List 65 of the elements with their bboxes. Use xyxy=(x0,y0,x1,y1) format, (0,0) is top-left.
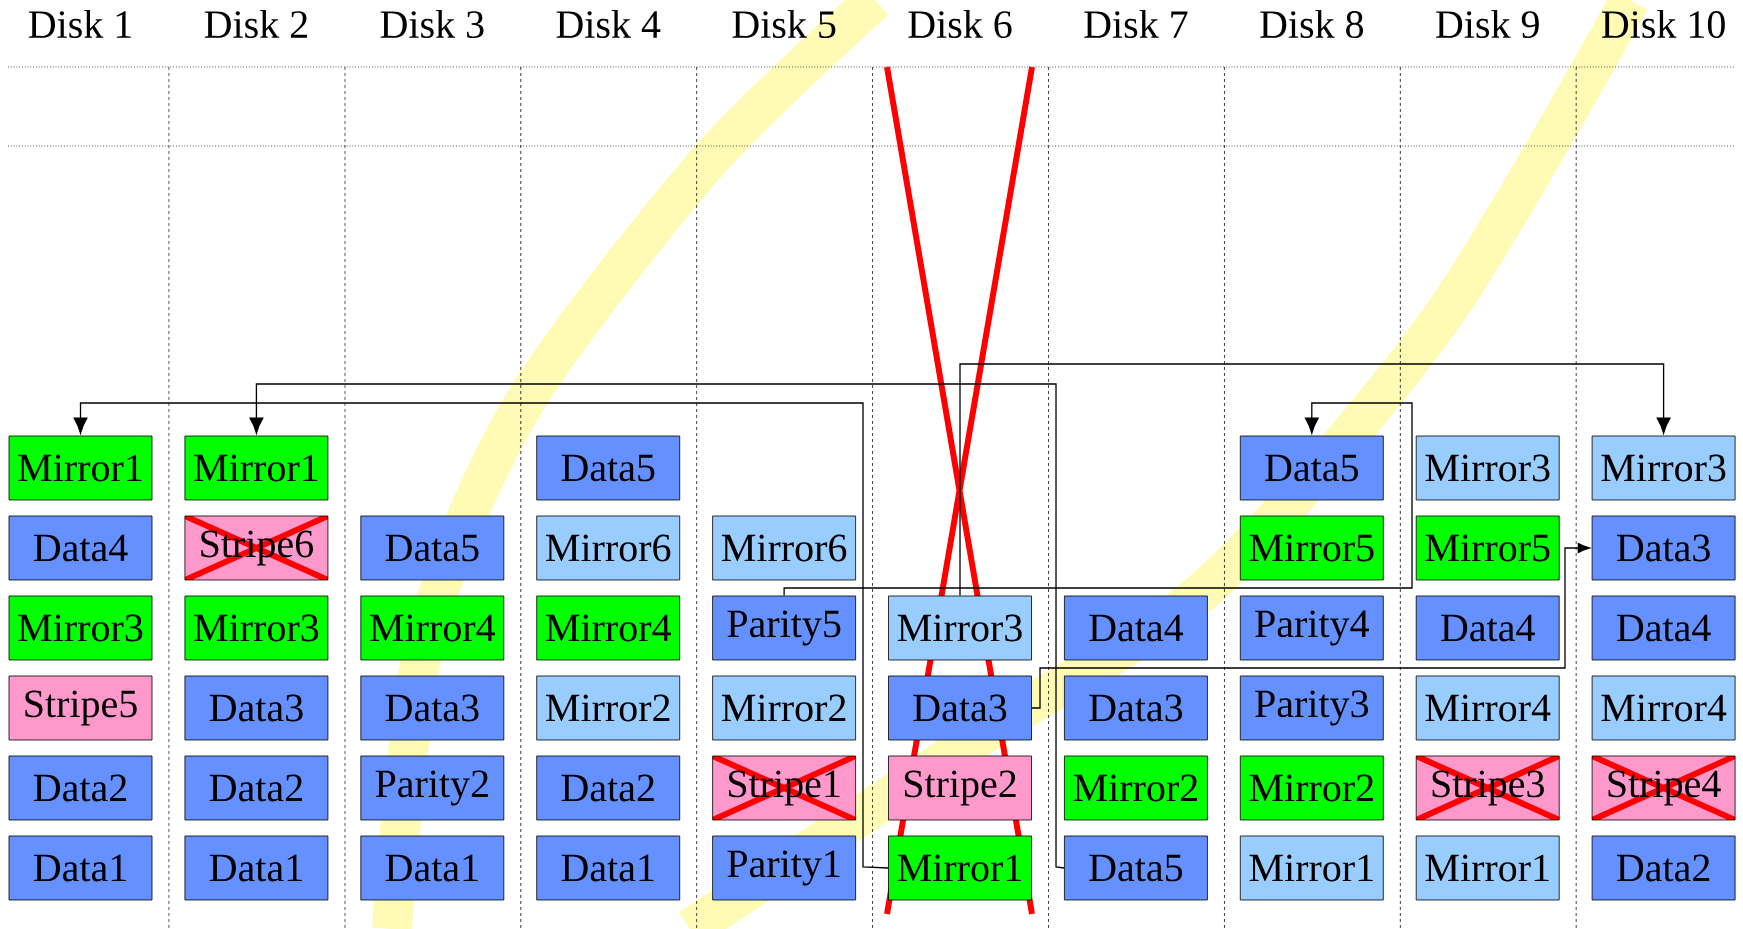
block: Data2 xyxy=(184,755,329,821)
block: Mirror2 xyxy=(1239,755,1384,821)
block: Mirror4 xyxy=(360,595,505,661)
block: Mirror4 xyxy=(1591,675,1736,741)
column-header: Disk 8 xyxy=(1260,9,1364,39)
arrow xyxy=(73,402,889,869)
block: Mirror5 xyxy=(1239,515,1384,581)
block: Data3 xyxy=(888,675,1032,741)
block: Data5 xyxy=(536,435,681,501)
block: Data3 xyxy=(360,675,505,741)
arrow xyxy=(1031,543,1590,709)
block: Data3 xyxy=(1064,675,1208,741)
block: Data3 xyxy=(1591,515,1736,581)
block: Data3 xyxy=(184,675,329,741)
block: Data5 xyxy=(1064,835,1208,901)
column-header: Disk 1 xyxy=(28,9,131,39)
block: Parity4 xyxy=(1239,595,1384,661)
block: Mirror6 xyxy=(536,515,681,581)
column-header: Disk 3 xyxy=(380,9,484,39)
block: Mirror3 xyxy=(8,595,153,661)
block: Mirror1 xyxy=(8,435,153,501)
block: Parity1 xyxy=(712,835,856,901)
arrow xyxy=(249,383,1065,869)
block: Data1 xyxy=(184,835,329,901)
block: Mirror5 xyxy=(1415,515,1560,581)
block: Data1 xyxy=(8,835,153,901)
column-header: Disk 5 xyxy=(732,9,836,39)
block: Mirror4 xyxy=(1415,675,1560,741)
block: Mirror1 xyxy=(1415,835,1560,901)
block: Mirror2 xyxy=(712,675,856,741)
block: Mirror1 xyxy=(184,435,329,501)
block: Mirror2 xyxy=(1064,755,1208,821)
block: Parity3 xyxy=(1239,675,1384,741)
block: Data5 xyxy=(1239,435,1384,501)
block: Data4 xyxy=(8,515,153,581)
block: Stripe5 xyxy=(8,675,153,741)
block: Data2 xyxy=(8,755,153,821)
block: Parity2 xyxy=(360,755,505,821)
block: Mirror1 xyxy=(888,835,1032,901)
block: Data1 xyxy=(360,835,505,901)
block: Stripe2 xyxy=(888,755,1032,821)
block: Data2 xyxy=(1591,835,1736,901)
column-header: Disk 10 xyxy=(1601,9,1725,39)
column-header: Disk 2 xyxy=(204,9,307,39)
column-header: Disk 6 xyxy=(908,9,1012,39)
block: Mirror3 xyxy=(184,595,329,661)
column-header: Disk 4 xyxy=(556,9,661,39)
column-header: Disk 9 xyxy=(1436,9,1539,39)
block: Data4 xyxy=(1591,595,1736,661)
block: Data1 xyxy=(536,835,681,901)
block: Mirror4 xyxy=(536,595,681,661)
block: Mirror3 xyxy=(888,595,1032,661)
arrow xyxy=(959,363,1671,597)
block: Data2 xyxy=(536,755,681,821)
block: Mirror1 xyxy=(1239,835,1384,901)
block: Mirror3 xyxy=(1415,435,1560,501)
block: Data5 xyxy=(360,515,505,581)
block: Parity5 xyxy=(712,595,856,661)
arrow xyxy=(783,402,1413,597)
block: Mirror6 xyxy=(712,515,856,581)
block: Mirror2 xyxy=(536,675,681,741)
column-header: Disk 7 xyxy=(1084,9,1188,39)
block: Mirror3 xyxy=(1591,435,1736,501)
block: Data4 xyxy=(1415,595,1560,661)
block: Data4 xyxy=(1064,595,1208,661)
